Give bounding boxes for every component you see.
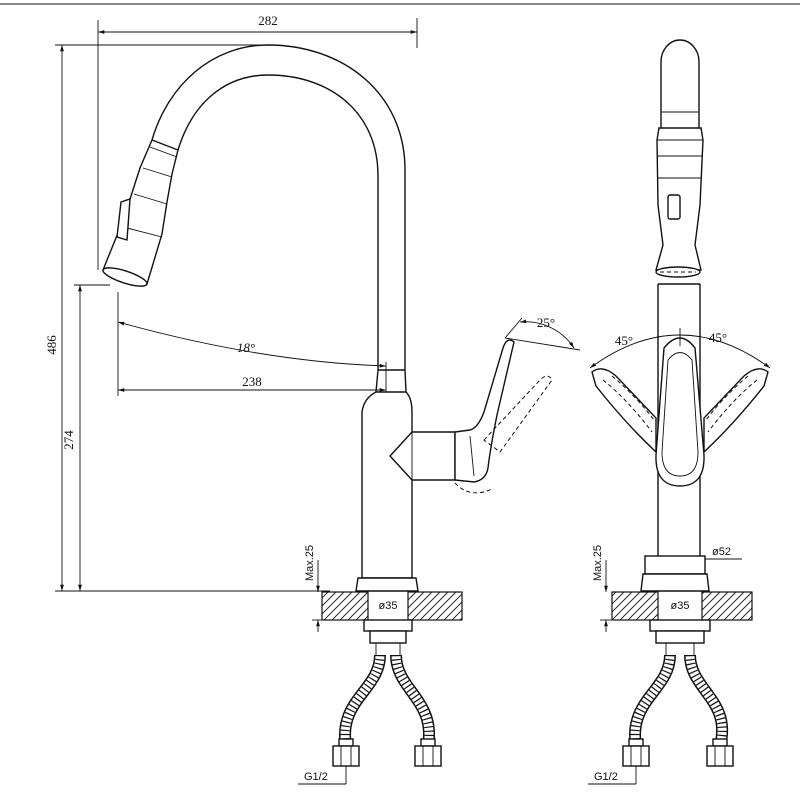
hose-fitting-left-front — [622, 738, 650, 767]
thread-callout-front: G1/2 — [588, 766, 637, 785]
dimension-outlet-height: 274 — [61, 284, 110, 591]
dimension-overall-height: 486 — [44, 44, 330, 592]
mounting-nut-front — [649, 619, 711, 656]
dimension-handle-tilt: 25° — [504, 315, 581, 351]
mounting-nut — [363, 619, 413, 656]
faucet-base — [355, 577, 419, 592]
handle-front — [655, 337, 705, 487]
supply-hose-left — [339, 654, 386, 748]
handle-swing-left — [591, 368, 657, 454]
hose-fitting-left — [332, 738, 360, 767]
overall-width-label: 282 — [258, 13, 278, 28]
countertop-section-front: ø35 — [611, 591, 753, 621]
dimension-handle-swing: 45° 45° — [589, 328, 771, 369]
countertop-section: ø35 — [321, 591, 463, 621]
handle-rotated-position — [483, 375, 553, 453]
dimension-base-diameter: ø52 — [705, 546, 742, 560]
max-thickness-label: Max.25 — [304, 545, 316, 581]
handle-tilt-label: 25° — [537, 315, 555, 330]
body-collar — [644, 555, 706, 575]
overall-height-label: 486 — [44, 335, 59, 355]
spray-button — [667, 194, 681, 220]
faucet-base-front — [640, 573, 710, 592]
thread-label: G1/2 — [304, 771, 328, 783]
supply-hose-left-front — [629, 654, 676, 748]
thread-callout: G1/2 — [298, 766, 347, 785]
spout — [151, 44, 406, 371]
reach-label: 238 — [242, 374, 262, 389]
dimension-max-counter-thickness-front: Max.25 — [592, 545, 612, 632]
dimension-swivel-and-reach: 18° 238 — [117, 292, 387, 396]
hose-fitting-right-front — [706, 738, 734, 767]
handle-angle-right-label: 45° — [709, 330, 727, 345]
spout-front — [660, 39, 700, 128]
hose-fitting-right — [414, 738, 442, 767]
mounting-hole-label: ø35 — [379, 600, 398, 612]
dimension-overall-width: 282 — [97, 13, 418, 270]
handle-swing-right — [703, 368, 769, 454]
side-view: 282 486 274 18° 238 — [44, 13, 581, 785]
spray-head — [102, 139, 179, 287]
handle-lever — [454, 339, 515, 483]
swivel-angle-label: 18° — [237, 340, 255, 355]
handle-angle-left-label: 45° — [615, 333, 633, 348]
base-diameter-label: ø52 — [712, 546, 731, 558]
thread-label-front: G1/2 — [594, 771, 618, 783]
faucet-body — [355, 369, 419, 592]
max-thickness-label-front: Max.25 — [592, 545, 604, 581]
handle-side — [389, 339, 553, 494]
dimension-max-counter-thickness: Max.25 — [304, 545, 322, 632]
supply-hose-right-front — [684, 654, 728, 748]
outlet-height-label: 274 — [61, 430, 76, 450]
spray-trigger — [116, 198, 131, 241]
spray-outlet — [102, 267, 148, 287]
spray-head-front — [655, 127, 704, 278]
front-view: 45° 45° ø52 ø35 Max.25 — [588, 39, 771, 785]
mounting-hole-label-front: ø35 — [671, 600, 690, 612]
supply-hose-right — [390, 654, 436, 748]
